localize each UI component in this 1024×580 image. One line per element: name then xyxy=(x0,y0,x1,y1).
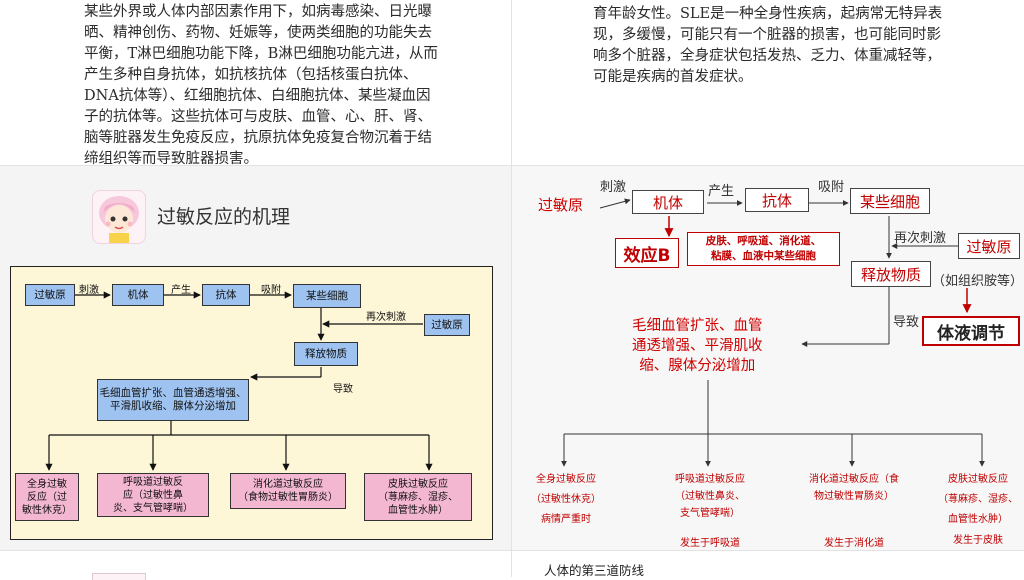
effect-line: 毛细血管扩张、血管 xyxy=(632,318,763,334)
outcome-line: 应（过敏性鼻 xyxy=(123,489,183,501)
restimulate-label: 再次刺激 xyxy=(894,231,947,246)
vascular-effect-box: 毛细血管扩张、血管通透增强、 平滑肌收缩、腺体分泌增加 xyxy=(97,379,249,421)
release-box: 释放物质 xyxy=(851,261,931,287)
text-line: 晒、精神创伤、药物、妊娠等，使两类细胞的功能失去 xyxy=(84,25,432,41)
top-right-panel: 育年龄女性。SLE是一种全身性疾病，起病常无特异表 现，多缓慢，可能只有一个脏器… xyxy=(512,0,1024,166)
restimulate-label: 再次刺激 xyxy=(366,312,406,323)
flowchart-left-connectors xyxy=(45,291,433,471)
text-line: 产生多种自身抗体，如抗核抗体（包括核蛋白抗体、 xyxy=(84,67,418,83)
effector-b-box: 效应B xyxy=(615,238,679,268)
text-line: 子的抗体等。这些抗体可与皮肤、血管、心、肝、肾、 xyxy=(84,109,432,125)
target-cells-box: 皮肤、呼吸道、消化道、 粘膜、血液中某些细胞 xyxy=(687,232,840,266)
outcome-line: 物过敏性胃肠炎） xyxy=(814,491,894,502)
outcome-line: （荨麻疹、湿疹、 xyxy=(378,491,458,503)
outcome-line: 支气管哮喘） xyxy=(680,508,740,519)
allergy-flowchart-left: 过敏原 刺激 机体 产生 抗体 吸附 某些细胞 再次刺激 过敏原 释放物质 导致… xyxy=(10,266,493,540)
text-line: DNA抗体等）、红细胞抗体、白细胞抗体、某些凝血因 xyxy=(84,88,431,104)
outcome-line: 反应（过 xyxy=(27,491,67,503)
respiratory-reaction-box: 呼吸道过敏反 应（过敏性鼻 炎、支气管哮喘） xyxy=(97,473,209,517)
outcome-line: 消化道过敏反应（食 xyxy=(809,474,899,485)
outcome-line: 全身过敏 xyxy=(27,478,67,490)
outcome-line: （食物过敏性胃肠炎） xyxy=(238,492,338,503)
outcome-line: （过敏性休克） xyxy=(531,494,601,505)
allergen-again-box: 过敏原 xyxy=(424,314,470,336)
text-line: 可能是疾病的首发症状。 xyxy=(593,69,753,85)
text-line: 现，多缓慢，可能只有一个脏器的损害，也可能同时影 xyxy=(593,27,941,43)
flowchart-right-connectors xyxy=(561,198,985,467)
adsorb-label: 吸附 xyxy=(818,180,845,195)
section-title: 过敏反应的机理 xyxy=(157,206,291,228)
outcome-line: 呼吸道过敏反应 xyxy=(675,474,745,485)
systemic-reaction-box: 全身过敏 反应（过 敏性休克） xyxy=(15,473,79,521)
produce-label: 产生 xyxy=(708,184,735,199)
outcome-line: 呼吸道过敏反 xyxy=(123,476,183,488)
outcome-line: 全身过敏反应 xyxy=(536,474,596,485)
outcome-line: 皮肤过敏反应 xyxy=(388,478,448,490)
antibody-box: 抗体 xyxy=(202,284,250,306)
text-line: 育年龄女性。SLE是一种全身性疾病，起病常无特异表 xyxy=(593,6,943,22)
outcome-line: 血管性水肿） xyxy=(948,514,1008,525)
target-cells-line: 粘膜、血液中某些细胞 xyxy=(711,250,816,262)
outcome-line: 血管性水肿） xyxy=(388,504,448,516)
outcome-line: 皮肤过敏反应 xyxy=(948,474,1008,485)
humoral-regulation-box: 体液调节 xyxy=(922,316,1020,346)
outcome-line: 敏性休克） xyxy=(22,504,72,516)
outcome-line: 发生于消化道 xyxy=(824,538,884,549)
antibody-box: 抗体 xyxy=(745,188,809,212)
outcome-line: （过敏性鼻炎、 xyxy=(675,491,745,502)
sle-description-paragraph: 育年龄女性。SLE是一种全身性疾病，起病常无特异表 现，多缓慢，可能只有一个脏器… xyxy=(593,4,942,88)
target-cells-line: 皮肤、呼吸道、消化道、 xyxy=(705,235,822,247)
allergen-again-box: 过敏原 xyxy=(958,233,1020,259)
stimulate-label: 刺激 xyxy=(600,180,627,195)
outcome-line: 消化道过敏反应 xyxy=(253,479,323,490)
histamine-label: （如组织胺等） xyxy=(932,274,1024,289)
effect-line: 通透增强、平滑肌收 xyxy=(632,338,763,354)
skin-reaction-box: 皮肤过敏反应 （荨麻疹、湿疹、 血管性水肿） xyxy=(364,473,472,521)
outcome-line: （荨麻疹、湿疹、 xyxy=(938,494,1018,505)
effect-line: 缩、腺体分泌增加 xyxy=(639,358,756,374)
cartoon-girl-icon xyxy=(92,190,146,244)
release-box: 释放物质 xyxy=(294,342,358,366)
allergen-box: 过敏原 xyxy=(25,284,75,306)
effect-line: 平滑肌收缩、腺体分泌增加 xyxy=(110,400,236,412)
effect-line: 毛细血管扩张、血管通透增强、 xyxy=(99,387,247,399)
outcome-line: 炎、支气管哮喘） xyxy=(113,502,193,514)
cause-label: 导致 xyxy=(333,384,353,395)
mid-right-panel: 过敏原 刺激 机体 产生 抗体 吸附 某些细胞 效应B 皮肤、呼吸道、消化道、 … xyxy=(512,166,1024,550)
bottom-right-panel: 人体的第三道防线 xyxy=(512,550,1024,578)
allergen-label: 过敏原 xyxy=(538,196,584,214)
body-box: 机体 xyxy=(112,284,164,306)
text-line: 脑等脏器发生免疫反应，抗原抗体免疫复合物沉着于结 xyxy=(84,130,432,146)
skin-reaction-text: 皮肤过敏反应 （荨麻疹、湿疹、 血管性水肿） 发生于皮肤 xyxy=(932,471,1024,549)
text-line: 缔组织等而导致脏器损害。 xyxy=(84,151,258,167)
digestive-reaction-box: 消化道过敏反应 （食物过敏性胃肠炎） xyxy=(230,473,346,509)
cause-label: 导致 xyxy=(893,315,920,330)
text-line: 某些外界或人体内部因素作用下，如病毒感染、日光曝 xyxy=(84,4,432,20)
digestive-reaction-text: 消化道过敏反应（食 物过敏性胃肠炎） 发生于消化道 xyxy=(800,471,908,552)
text-line: 平衡，T淋巴细胞功能下降，B淋巴细胞功能亢进，从而 xyxy=(84,46,438,62)
top-left-panel: 某些外界或人体内部因素作用下，如病毒感染、日光曝 晒、精神创伤、药物、妊娠等，使… xyxy=(0,0,512,167)
vascular-effect-text: 毛细血管扩张、血管 通透增强、平滑肌收 缩、腺体分泌增加 xyxy=(632,316,763,376)
body-box: 机体 xyxy=(632,190,704,214)
respiratory-reaction-text: 呼吸道过敏反应 （过敏性鼻炎、 支气管哮喘） 发生于呼吸道 xyxy=(662,471,758,552)
systemic-reaction-text: 全身过敏反应 （过敏性休克） 病情严重时 xyxy=(524,471,608,528)
cells-box: 某些细胞 xyxy=(293,284,361,308)
sle-mechanism-paragraph: 某些外界或人体内部因素作用下，如病毒感染、日光曝 晒、精神创伤、药物、妊娠等，使… xyxy=(84,2,438,170)
cells-box: 某些细胞 xyxy=(850,188,930,214)
adsorb-label: 吸附 xyxy=(261,285,281,296)
text-line: 响多个脏器，全身症状包括发热、乏力、体重减轻等， xyxy=(593,48,941,64)
stimulate-label: 刺激 xyxy=(79,285,99,296)
third-line-defense-title: 人体的第三道防线 xyxy=(544,563,645,578)
outcome-line: 发生于皮肤 xyxy=(953,535,1003,546)
outcome-line: 发生于呼吸道 xyxy=(680,538,740,549)
outcome-line: 病情严重时 xyxy=(541,514,591,525)
produce-label: 产生 xyxy=(171,285,191,296)
bottom-left-panel xyxy=(0,550,512,580)
